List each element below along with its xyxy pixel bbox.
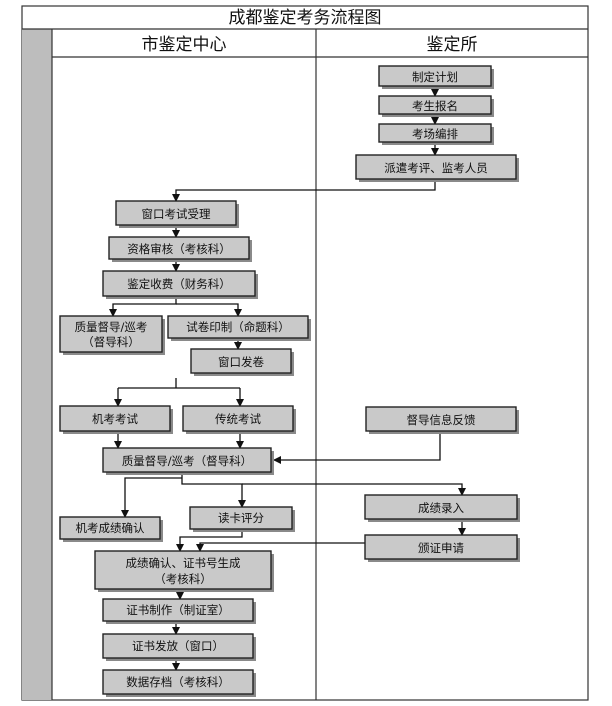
node-read-card-label: 读卡评分	[218, 511, 264, 525]
node-fee-label: 鉴定收费（财务科）	[127, 277, 231, 291]
node-machine-confirm[interactable]: 机考成绩确认	[59, 516, 163, 542]
edge-fee-supervise1	[109, 296, 177, 317]
node-machine-exam[interactable]: 机考考试	[59, 405, 173, 434]
node-plan-box	[378, 65, 492, 87]
node-read-card-box	[189, 506, 293, 530]
edge-supervise2-machineconfirm	[121, 477, 182, 518]
node-cert-apply-box	[364, 534, 518, 560]
connectors	[109, 86, 466, 671]
node-archive-box	[102, 669, 254, 695]
node-score-entry-box	[364, 494, 518, 520]
node-machine-exam-label: 机考考试	[92, 412, 138, 426]
node-plan[interactable]: 制定计划	[378, 65, 494, 89]
node-cert-apply[interactable]: 颁证申请	[364, 534, 520, 562]
node-supervise2-box	[102, 447, 272, 473]
node-feedback[interactable]: 督导信息反馈	[365, 406, 519, 434]
edge-fee-print	[176, 303, 242, 317]
node-score-entry[interactable]: 成绩录入	[364, 494, 520, 522]
node-issue-cert-label: 证书发放（窗口）	[132, 639, 224, 653]
node-fee-box	[102, 270, 256, 297]
node-dispatch[interactable]: 派遣考评、监考人员	[355, 154, 519, 182]
node-confirm[interactable]: 成绩确认、证书号生成 （考核科）	[94, 550, 274, 592]
left-gray-strip	[22, 29, 52, 700]
node-supervise1[interactable]: 质量督导/巡考 （督导科）	[59, 315, 165, 355]
node-register-box	[378, 95, 492, 115]
node-supervise2[interactable]: 质量督导/巡考（督导科）	[102, 447, 274, 475]
node-feedback-label: 督导信息反馈	[407, 413, 476, 427]
node-supervise2-label: 质量督导/巡考（督导科）	[122, 454, 252, 468]
node-arrange-box	[378, 123, 492, 143]
node-machine-confirm-label: 机考成绩确认	[76, 521, 145, 535]
node-dispatch-box	[355, 154, 517, 180]
node-issue-cert[interactable]: 证书发放（窗口）	[102, 633, 256, 661]
node-qual-check-box	[108, 236, 250, 260]
node-fee[interactable]: 鉴定收费（财务科）	[102, 270, 258, 299]
node-machine-confirm-box	[59, 516, 161, 540]
node-dispatch-label: 派遣考评、监考人员	[384, 161, 488, 175]
edge-readcard-confirm	[176, 529, 243, 552]
node-register-label: 考生报名	[412, 99, 458, 113]
edge-supervise2-readcard	[181, 472, 246, 508]
node-cert-apply-label: 颁证申请	[418, 541, 464, 555]
node-arrange-label: 考场编排	[412, 127, 458, 141]
edge-dispatch-window	[172, 179, 436, 202]
node-read-card[interactable]: 读卡评分	[189, 506, 295, 532]
node-window-accept-box	[115, 200, 237, 226]
node-register[interactable]: 考生报名	[378, 95, 494, 117]
node-confirm-box	[94, 550, 272, 590]
lane-header-right: 鉴定所	[427, 35, 478, 55]
lane-header-left: 市鉴定中心	[142, 35, 227, 55]
node-print[interactable]: 试卷印制（命题科）	[167, 315, 311, 341]
node-window-accept-label: 窗口考试受理	[142, 207, 211, 221]
edge-to-scoreentry	[242, 483, 466, 496]
node-issue-cert-box	[102, 633, 254, 659]
node-feedback-box	[365, 406, 517, 432]
node-archive-label: 数据存档（考核科）	[126, 675, 230, 689]
node-qual-check-label: 资格审核（考核科）	[127, 242, 231, 256]
node-qual-check[interactable]: 资格审核（考核科）	[108, 236, 252, 262]
node-print-box	[167, 315, 309, 339]
node-make-cert-box	[102, 598, 254, 622]
node-confirm-label-1: 成绩确认、证书号生成	[126, 556, 241, 570]
node-arrange[interactable]: 考场编排	[378, 123, 494, 145]
node-distribute[interactable]: 窗口发卷	[190, 348, 294, 376]
node-plan-label: 制定计划	[412, 70, 458, 84]
node-supervise1-box	[59, 315, 163, 353]
node-supervise1-label-1: 质量督导/巡考	[75, 320, 148, 334]
node-machine-exam-box	[59, 405, 171, 432]
node-score-entry-label: 成绩录入	[418, 501, 464, 515]
node-paper-exam[interactable]: 传统考试	[182, 405, 296, 434]
node-paper-exam-box	[182, 405, 294, 432]
edge-certapply-confirm	[196, 542, 365, 552]
node-supervise1-label-2: （督导科）	[82, 335, 140, 349]
node-window-accept[interactable]: 窗口考试受理	[115, 200, 239, 228]
node-confirm-label-2: （考核科）	[154, 572, 212, 586]
node-distribute-box	[190, 348, 292, 374]
node-distribute-label: 窗口发卷	[218, 355, 264, 369]
node-make-cert[interactable]: 证书制作（制证室）	[102, 598, 256, 624]
node-paper-exam-label: 传统考试	[215, 412, 261, 426]
edge-feedback-supervise2	[273, 433, 441, 464]
node-archive[interactable]: 数据存档（考核科）	[102, 669, 256, 697]
node-make-cert-label: 证书制作（制证室）	[126, 603, 230, 617]
node-print-label: 试卷印制（命题科）	[186, 320, 290, 334]
diagram-title: 成都鉴定考务流程图	[229, 8, 382, 28]
